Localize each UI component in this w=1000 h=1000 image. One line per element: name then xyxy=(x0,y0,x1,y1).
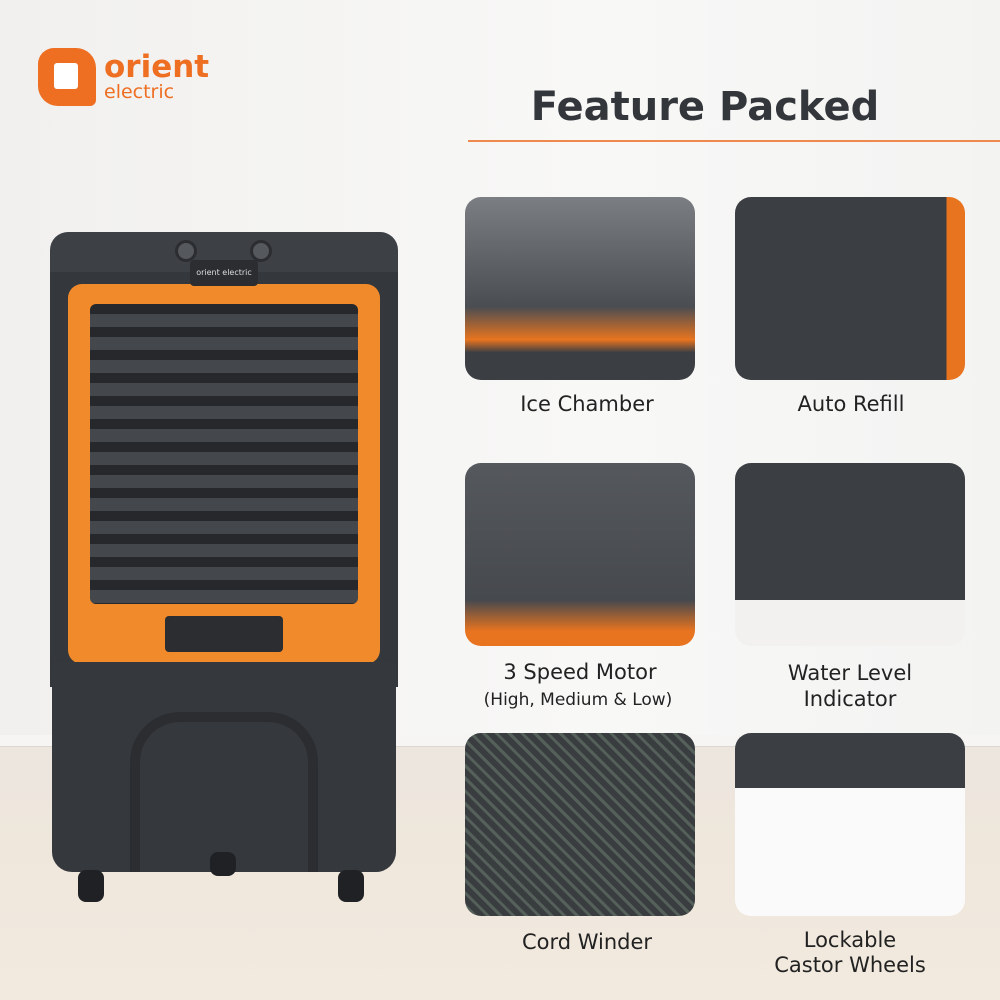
page-title: Feature Packed xyxy=(530,84,880,130)
feature-label-speed-motor: 3 Speed Motor xyxy=(503,660,657,684)
wheel-icon xyxy=(78,870,104,902)
feature-image-ice-chamber xyxy=(465,197,695,380)
brand-logo: orient electric xyxy=(38,48,209,106)
feature-label-castor-wheels-2: Castor Wheels xyxy=(774,953,926,977)
feature-label-auto-refill: Auto Refill xyxy=(797,392,905,416)
cooler-base xyxy=(52,662,396,872)
brand-name: orient xyxy=(104,49,210,85)
air-cooler-image: orient electric xyxy=(50,232,398,904)
brand-sub: electric xyxy=(104,81,175,103)
title-divider xyxy=(468,140,1000,142)
feature-sublabel-speed-motor: (High, Medium & Low) xyxy=(483,690,673,710)
feature-label-water-level-2: Indicator xyxy=(803,687,897,711)
knob-icon xyxy=(175,240,197,262)
feature-label-water-level: Water Level xyxy=(787,661,913,685)
feature-label-castor-wheels: Lockable xyxy=(803,928,897,952)
wheel-icon xyxy=(338,870,364,902)
feature-label-cord-winder: Cord Winder xyxy=(521,930,653,954)
feature-label-ice-chamber: Ice Chamber xyxy=(520,392,654,416)
feature-image-speed-motor xyxy=(465,463,695,646)
feature-image-auto-refill xyxy=(735,197,965,380)
cooler-badge: orient electric xyxy=(190,260,258,286)
cooler-base-arch xyxy=(130,712,318,872)
feature-image-water-level xyxy=(735,463,965,646)
cooler-louvers xyxy=(90,304,358,604)
feature-image-cord-winder xyxy=(465,733,695,916)
wheel-icon xyxy=(210,852,236,876)
water-indicator-panel xyxy=(165,616,283,652)
feature-image-castor-wheels xyxy=(735,733,965,916)
knob-icon xyxy=(250,240,272,262)
orient-logo-icon xyxy=(38,48,96,106)
